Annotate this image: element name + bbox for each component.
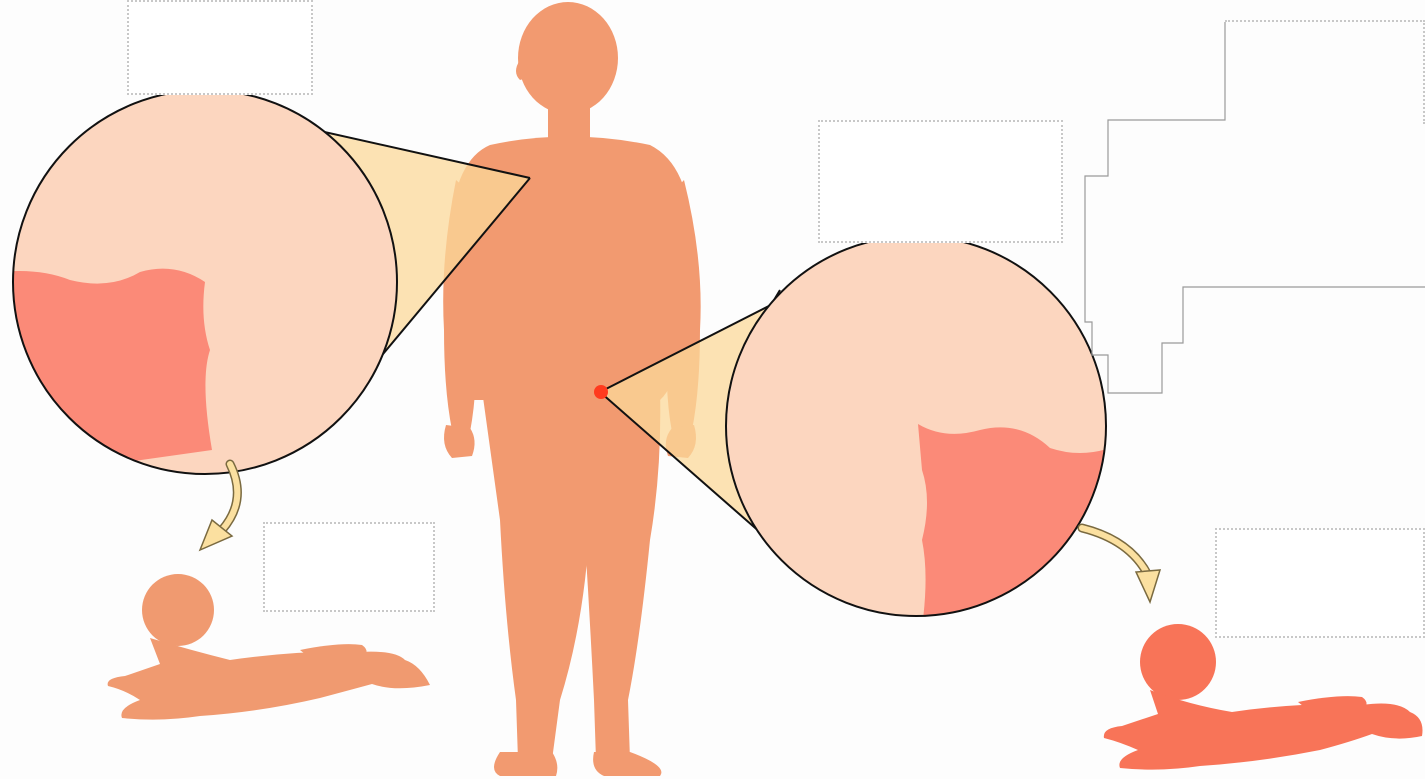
- left-curved-arrow: [200, 464, 237, 550]
- label-box-right-bottom[interactable]: [1215, 528, 1425, 638]
- label-box-right-top[interactable]: [1225, 20, 1425, 124]
- label-box-left-middle[interactable]: [263, 522, 435, 612]
- location-marker: [594, 385, 608, 399]
- left-zoom-circle: [0, 90, 397, 480]
- right-curved-arrow: [1082, 528, 1160, 602]
- right-baby-figure: [1104, 624, 1423, 770]
- label-box-top-left[interactable]: [127, 0, 313, 95]
- right-zoom-circle: [726, 236, 1110, 640]
- label-box-center-top[interactable]: [818, 120, 1063, 243]
